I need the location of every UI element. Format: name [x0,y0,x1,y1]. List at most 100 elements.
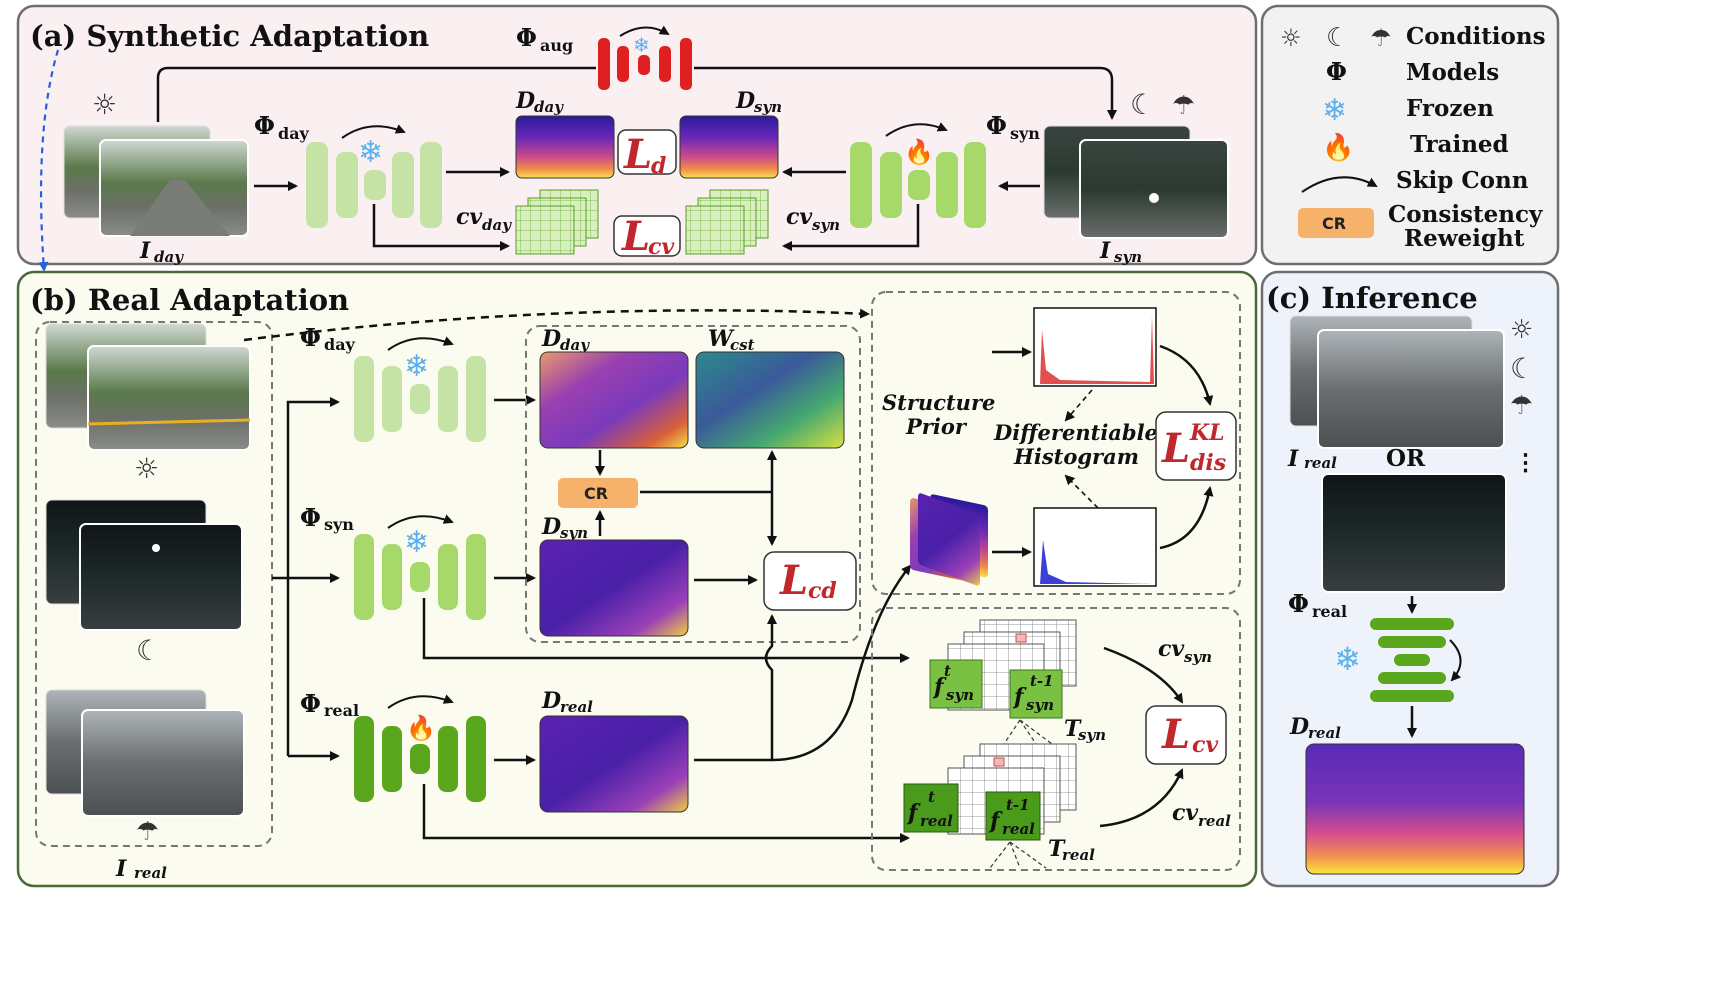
d-day-symbol: D [515,88,535,114]
real-rain-image [45,689,245,817]
snowflake-icon: ❄ [404,525,429,560]
depth-map-real-slanted [918,493,980,586]
phi-syn-symbol-a: Φ [986,111,1007,140]
rain-cloud-icon: ☂ [1172,91,1195,121]
cv-real-sub-b: real [1198,812,1231,830]
d-syn-sub-b: syn [560,524,588,542]
phi-real-network-c [1370,618,1462,702]
i-day-sub: day [154,248,184,266]
loss-cv-symbol-a: L [621,213,650,260]
legend-cr-badge: CR [1322,214,1346,233]
f-real-t-sub: real [920,812,953,830]
phi-real-sub-c: real [1312,602,1347,621]
d-day-sub: day [534,98,564,116]
snowflake-icon: ❄ [404,349,429,384]
panel-c-inference: (c) Inference ☼ ☾ ☂ ⋮ I real OR Φ real ❄… [1260,270,1560,888]
synthetic-input-image [1043,125,1229,239]
f-real-t1-symbol: f [988,808,1003,834]
phi-real-network-b: 🔥 [354,694,486,802]
diff-hist-line1: Differentiable [993,420,1158,445]
d-day-symbol-b: D [541,326,561,352]
panel-a-title: (a) Synthetic Adaptation [30,19,429,53]
inference-rain-image [1289,315,1505,449]
d-day-sub-b: day [560,336,590,354]
d-syn-symbol-a: D [735,88,755,114]
t-real-sub: real [1062,846,1095,864]
sun-icon: ☼ [1510,315,1533,345]
rain-cloud-icon: ☂ [1370,24,1392,52]
f-real-t1-sub: real [1002,820,1035,838]
legend-conditions: Conditions [1406,23,1546,50]
legend-reweight: Reweight [1404,225,1525,252]
depth-map-real-b [539,715,689,813]
loss-cv-sub-b: cv [1192,732,1218,758]
t-syn-sub: syn [1078,726,1106,744]
loss-cv-symbol-b: L [1161,711,1190,758]
f-syn-t-symbol: f [932,674,947,700]
f-syn-t1-sup: t-1 [1030,672,1054,690]
inference-night-image [1321,473,1507,593]
panel-b-real-adaptation: (b) Real Adaptation ☼ ☾ ☂ I real Φ day ❄… [16,270,1258,888]
legend-models: Models [1406,59,1499,86]
cost-volume-day-a [515,189,599,255]
phi-day-network-b: ❄ [354,336,486,442]
i-real-symbol-c: I [1287,446,1299,472]
loss-d-sub: d [651,153,666,179]
legend-skip-conn: Skip Conn [1396,167,1529,194]
t-syn-symbol: T [1064,716,1082,742]
fire-icon: 🔥 [406,714,436,742]
feature-syn-t1 [1009,669,1063,719]
structure-prior-line1: Structure [882,390,995,415]
loss-dis-sub: dis [1190,450,1226,476]
loss-d-box [617,129,677,175]
loss-dis-symbol: L [1161,425,1190,472]
sun-icon: ☼ [92,88,117,121]
cv-syn-symbol-a: cv [786,204,812,230]
f-real-t-sup: t [928,788,935,806]
inference-depth-output [1305,743,1525,875]
d-real-symbol-c: D [1289,714,1309,740]
more-conditions-dots: ⋮ [1514,449,1537,476]
feature-real-t1 [985,791,1041,841]
panel-a-synthetic-adaptation: (a) Synthetic Adaptation ❄ Φ aug ☼ I day… [16,4,1258,266]
fire-icon: 🔥 [1322,132,1354,163]
consistency-weight-map [695,351,845,449]
d-syn-sub-a: syn [754,98,782,116]
loss-cv-box-a [613,215,681,257]
cr-module-label: CR [584,484,608,503]
histogram-real [1033,507,1157,587]
moon-icon: ☾ [136,634,161,667]
phi-syn-network-a: 🔥 [850,122,986,228]
cost-volume-syn-a [685,189,769,255]
sun-icon: ☼ [1280,24,1302,52]
snowflake-icon: ❄ [1334,640,1361,678]
cr-badge [1298,208,1374,238]
i-real-sub: real [134,864,167,882]
legend-panel: ☼ ☾ ☂ Conditions Φ Models ❄ Frozen 🔥 Tra… [1260,4,1560,266]
phi-real-symbol-b: Φ [300,689,321,718]
or-label: OR [1386,445,1426,472]
moon-icon: ☾ [1130,88,1155,121]
phi-real-symbol-c: Φ [1288,589,1309,618]
depth-map-day-a [515,115,615,179]
i-real-sub-c: real [1304,454,1337,472]
phi-day-symbol-b: Φ [300,323,321,352]
f-real-t1-sup: t-1 [1006,796,1030,814]
fire-icon: 🔥 [904,138,934,166]
cr-module [558,478,638,508]
d-real-sub-c: real [1308,724,1341,742]
depth-map-syn-b [539,539,689,637]
rain-cloud-icon: ☂ [136,817,159,847]
panel-link-arrow [38,49,60,272]
i-day-symbol: I [139,238,151,264]
legend-frozen: Frozen [1406,95,1494,122]
d-real-sub-b: real [560,698,593,716]
phi-aug-network: ❄ [598,25,692,90]
d-syn-symbol-b: D [541,514,561,540]
loss-dis-sup: KL [1189,420,1225,446]
depth-map-syn-a [679,115,779,179]
loss-cv-box-b [1145,705,1227,765]
depth-map-day-b [539,351,689,449]
day-input-image [63,125,249,237]
